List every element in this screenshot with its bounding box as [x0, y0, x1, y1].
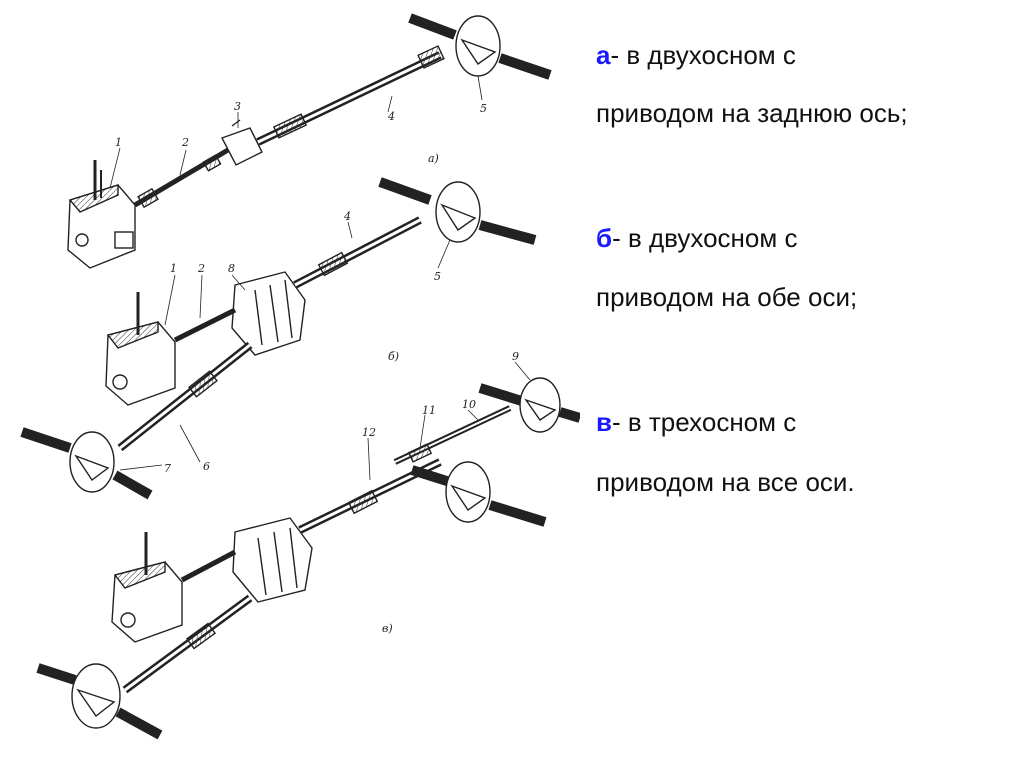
rear-axle-b — [378, 177, 537, 245]
gearbox-a — [67, 160, 136, 269]
caption-c-line1: в- в трехосном с — [596, 407, 796, 437]
part-number-4b: 4 — [343, 210, 351, 223]
part-number-1a: 1 — [115, 136, 122, 149]
part-number-5b: 5 — [434, 270, 441, 283]
caption-a-line2: приводом на заднюю ось; — [596, 98, 908, 128]
gearbox-b — [105, 292, 176, 406]
diagram-b — [20, 177, 537, 500]
front-axle-b — [20, 427, 153, 500]
part-number-1b: 1 — [170, 262, 177, 275]
part-number-12c: 12 — [362, 426, 376, 439]
propshaft-b-rear — [293, 216, 422, 289]
caption-b-letter: б — [596, 223, 613, 253]
front-axle-c — [36, 663, 163, 740]
part-number-2a: 2 — [181, 136, 189, 149]
caption-b-line2: приводом на обе оси; — [596, 282, 858, 312]
caption-b-line1: б- в двухосном с — [596, 223, 797, 253]
caption-a-letter: а — [596, 40, 611, 70]
caption-c-letter: в — [596, 407, 612, 437]
caption-c-line2: приводом на все оси. — [596, 467, 855, 497]
propshaft-b-short — [173, 307, 237, 343]
propshaft-a-front — [133, 147, 230, 209]
part-number-7b: 7 — [164, 462, 171, 475]
transfer-case-b — [231, 271, 306, 356]
gearbox-c — [111, 532, 183, 643]
propshaft-c-short — [180, 549, 237, 583]
part-number-4a: 4 — [387, 110, 395, 123]
propshaft-b-front — [117, 341, 253, 452]
part-number-2b: 2 — [197, 262, 205, 275]
caption-c-text: - в трехосном с — [611, 407, 797, 437]
propshaft-c-rear — [393, 405, 512, 465]
caption-a-line1: а- в двухосном с — [596, 40, 796, 70]
part-number-3a: 3 — [234, 100, 241, 113]
part-number-10c: 10 — [462, 398, 476, 411]
propshaft-a-main — [256, 45, 445, 146]
part-number-6b: 6 — [203, 460, 210, 473]
rear-axle-c — [478, 377, 580, 433]
part-number-8b: 8 — [228, 262, 235, 275]
intermediate-support-a — [221, 119, 263, 166]
figure-label-c: в) — [382, 622, 393, 635]
middle-axle-c — [410, 461, 547, 527]
driveline-diagram: 1 2 3 4 5 1 2 8 4 5 6 7 9 10 11 12 а) б)… — [20, 13, 580, 740]
rear-axle-a — [408, 13, 552, 80]
caption-a-text: - в двухосном с — [610, 40, 796, 70]
part-number-5a: 5 — [480, 102, 487, 115]
transfer-case-c — [232, 517, 313, 603]
propshaft-c-front — [122, 594, 253, 694]
leader-lines — [109, 75, 531, 481]
part-number-9c: 9 — [512, 350, 519, 363]
part-number-11c: 11 — [422, 404, 436, 417]
figure-label-a: а) — [428, 152, 439, 165]
caption-b-text: - в двухосном с — [612, 223, 798, 253]
diagram-c — [36, 377, 580, 740]
figure-label-b: б) — [388, 350, 399, 363]
diagram-a — [67, 13, 552, 269]
